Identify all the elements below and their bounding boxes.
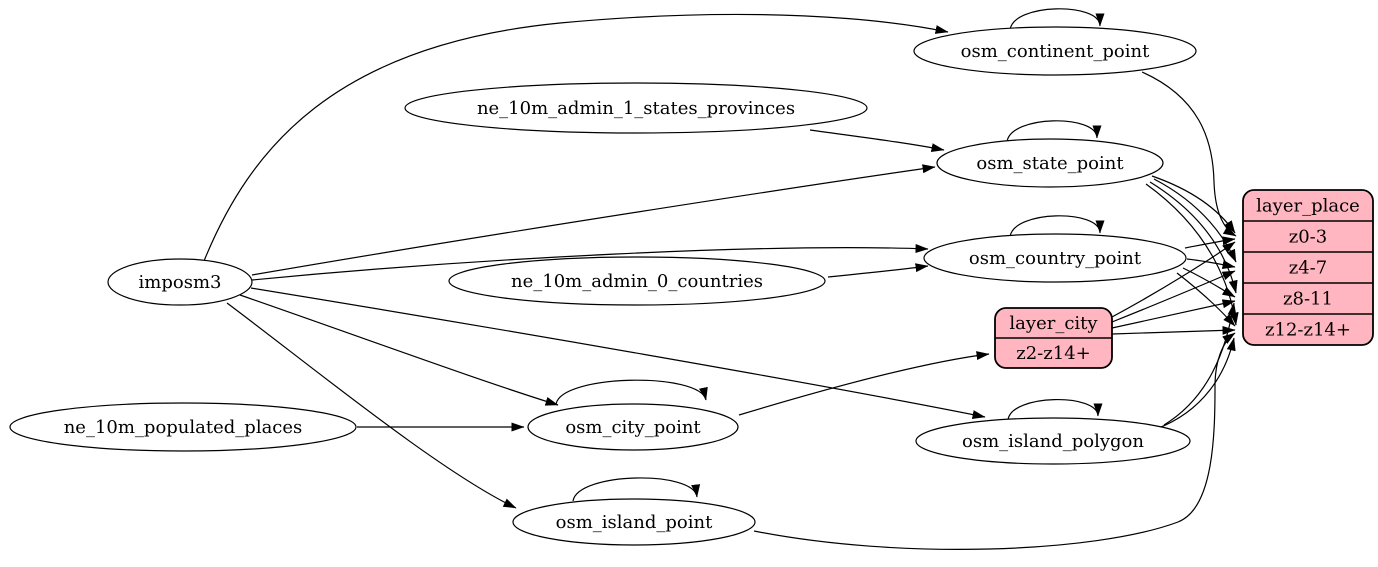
edge-ne_10m_admin_1_states_provinces-osm_state_point [809, 129, 945, 153]
record-layer_city-row-z2-z14+: z2-z14+ [1016, 343, 1091, 364]
edge-osm_country_point-osm_country_point [1009, 215, 1105, 238]
edge-layer_city-layer_place-z4-7 [1111, 270, 1236, 323]
edge-imposm3-osm_island_point [226, 302, 517, 509]
node-ne_10m_populated_places-shape [9, 402, 357, 452]
node-osm_country_point: osm_country_point [923, 233, 1187, 283]
edge-osm_island_polygon-osm_island_polygon [1007, 399, 1103, 421]
edge-osm_state_point-osm_state_point [1006, 120, 1102, 143]
node-osm_island_point-label: osm_island_point [556, 512, 713, 533]
record-layer_place-title: layer_place [1256, 196, 1360, 217]
record-layer_place-row-z12-z14+: z12-z14+ [1265, 320, 1351, 341]
edge-layer_city-layer_place-z8-11 [1111, 299, 1236, 329]
node-ne_10m_admin_0_countries-label: ne_10m_admin_0_countries [511, 271, 763, 292]
edge-osm_country_point-layer_place-z12-z14+ [1176, 272, 1236, 327]
edge-ne_10m_admin_0_countries-osm_country_point [827, 263, 929, 278]
node-ne_10m_admin_1_states_provinces-label: ne_10m_admin_1_states_provinces [477, 98, 795, 119]
edge-osm_city_point-layer_city-z2-z14+ [738, 351, 990, 416]
edge-osm_state_point-layer_place-z8-11 [1149, 181, 1238, 294]
node-osm_island_polygon: osm_island_polygon [915, 417, 1191, 465]
node-imposm3-label: imposm3 [139, 272, 222, 293]
edge-osm_country_point-layer_place-z4-7 [1186, 258, 1236, 269]
node-imposm3: imposm3 [107, 258, 253, 306]
node-osm_state_point: osm_state_point [936, 138, 1164, 188]
node-ne_10m_admin_0_countries-shape [448, 256, 826, 306]
edge-layer_city-layer_place-z12-z14+ [1111, 325, 1236, 335]
edge-imposm3-osm_state_point [251, 164, 936, 276]
edges-layer [203, 8, 1239, 550]
edge-osm_island_polygon-layer_place-z12-z14+ [1155, 337, 1236, 430]
node-ne_10m_populated_places: ne_10m_populated_places [9, 402, 357, 452]
edge-osm_country_point-layer_place-z8-11 [1182, 267, 1236, 298]
edge-osm_state_point-layer_place-z0-3 [1151, 175, 1236, 234]
node-osm_island_polygon-label: osm_island_polygon [962, 431, 1144, 452]
edge-osm_state_point-layer_place-z4-7 [1153, 178, 1237, 263]
node-osm_island_point: osm_island_point [512, 498, 756, 546]
edge-imposm3-osm_island_polygon [250, 287, 986, 419]
edge-osm_country_point-layer_place-z0-3 [1184, 236, 1236, 249]
records-layer: layer_city z2-z14+ layer_place z0-3 z4-7 z8-1… [994, 189, 1374, 369]
record-layer_place-row-z8-11: z8-11 [1283, 289, 1333, 310]
edge-imposm3-osm_city_point [239, 294, 559, 406]
node-osm_country_point-label: osm_country_point [969, 248, 1142, 269]
node-ne_10m_populated_places-label: ne_10m_populated_places [64, 417, 303, 438]
edge-osm_island_polygon-layer_place-z8-11 [1163, 302, 1237, 426]
node-ne_10m_admin_0_countries: ne_10m_admin_0_countries [448, 256, 826, 306]
node-osm_continent_point-shape [913, 26, 1197, 76]
edge-layer_city-layer_place-z0-3 [1111, 241, 1236, 318]
record-layer_place-row-z4-7: z4-7 [1289, 258, 1327, 279]
record-layer_place: layer_place z0-3 z4-7 z8-11 z12-z14+ [1242, 189, 1374, 346]
record-layer_place-shape [1242, 189, 1374, 346]
node-osm_city_point-shape [527, 403, 739, 451]
edge-osm_island_point-layer_place-z12-z14+ [753, 332, 1236, 550]
node-osm_island_point-shape [512, 498, 756, 546]
edge-imposm3-osm_continent_point [203, 13, 949, 262]
record-layer_city-title: layer_city [1009, 313, 1098, 334]
node-osm_state_point-label: osm_state_point [976, 153, 1124, 174]
edge-imposm3-osm_country_point [251, 244, 929, 281]
record-layer_place-row-z0-3: z0-3 [1289, 227, 1327, 248]
edge-osm_island_point-osm_island_point [572, 477, 701, 502]
node-osm_country_point-shape [923, 233, 1187, 283]
node-osm_island_polygon-shape [915, 417, 1191, 465]
node-ne_10m_admin_1_states_provinces: ne_10m_admin_1_states_provinces [404, 82, 868, 134]
record-layer_city: layer_city z2-z14+ [994, 307, 1113, 369]
edge-osm_continent_point-osm_continent_point [1009, 8, 1105, 31]
node-imposm3-shape [107, 258, 253, 306]
node-osm_state_point-shape [936, 138, 1164, 188]
node-osm_city_point-label: osm_city_point [565, 417, 701, 438]
node-osm_continent_point: osm_continent_point [913, 26, 1197, 76]
edge-osm_continent_point-layer_place-z0-3 [1141, 71, 1237, 237]
node-osm_city_point: osm_city_point [527, 403, 739, 451]
edge-osm_city_point-osm_city_point [555, 379, 708, 405]
node-ne_10m_admin_1_states_provinces-shape [404, 82, 868, 134]
nodes-layer: imposm3 ne_10m_populated_places ne_10m_adm… [9, 26, 1197, 546]
node-osm_continent_point-label: osm_continent_point [961, 41, 1150, 62]
